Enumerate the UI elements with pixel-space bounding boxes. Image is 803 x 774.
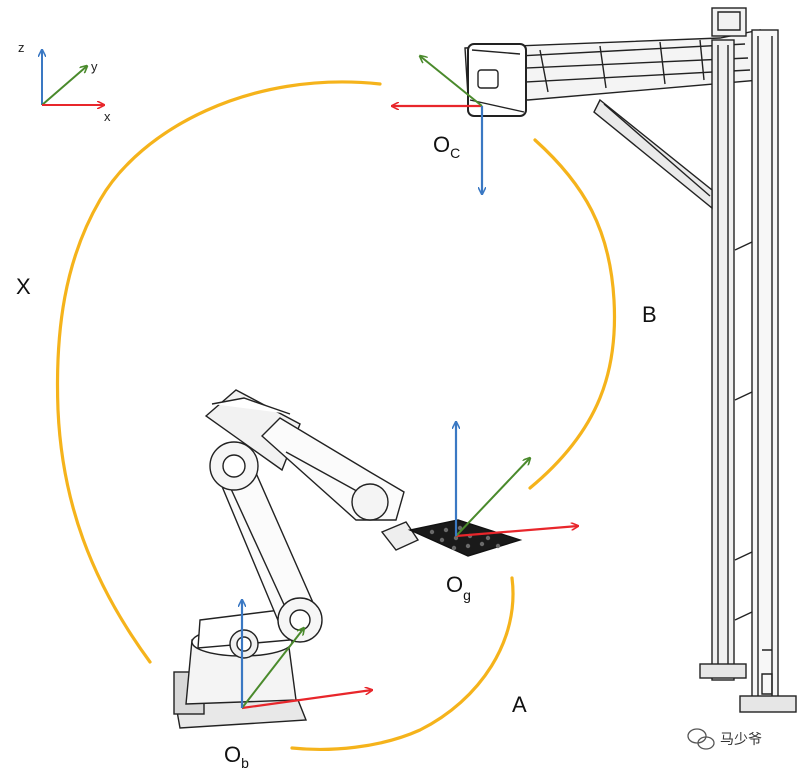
- gripper-frame-label: Og: [446, 572, 471, 603]
- watermark: 马少爷: [687, 728, 762, 750]
- gantry-column-back: [711, 39, 735, 681]
- gantry-foot-back: [699, 663, 747, 679]
- base-frame-subscript: b: [241, 755, 249, 771]
- camera-gantry: [464, 7, 797, 713]
- legend-y-label: y: [91, 59, 98, 74]
- transform-a-label: A: [512, 692, 527, 717]
- camera-frame-axes: [392, 56, 482, 194]
- gantry-diagonal-brace: [593, 98, 713, 210]
- transform-loop: [55, 80, 617, 752]
- camera-frame-subscript: C: [450, 145, 460, 161]
- transform-b-arc: [528, 138, 617, 490]
- gripper-frame-axes: [455, 422, 578, 538]
- legend-z-label: z: [18, 40, 25, 55]
- base-frame-label: Ob: [224, 742, 249, 771]
- camera-frame-label: OC: [433, 132, 460, 161]
- base-x-axis: [241, 690, 372, 710]
- gripper-y-axis: [455, 458, 530, 537]
- transform-b-label: B: [642, 302, 657, 327]
- transform-a-arc: [290, 576, 515, 752]
- calibration-plate: [407, 519, 523, 557]
- base-frame-axes: [241, 600, 372, 710]
- transform-x-arc: [55, 80, 382, 664]
- gripper-x-axis: [455, 526, 578, 538]
- legend-x-label: x: [104, 109, 111, 124]
- gripper-frame-subscript: g: [463, 587, 471, 603]
- robot-wrist: [380, 521, 420, 551]
- gantry-foot-front: [739, 695, 797, 713]
- wechat-icon: [687, 728, 715, 750]
- transform-x-label: X: [16, 274, 31, 299]
- camera-box: [467, 43, 527, 117]
- robot-upper-arm: [204, 389, 301, 472]
- legend-y-axis: [41, 66, 87, 106]
- robot-arm: [173, 389, 523, 729]
- base-y-axis: [241, 628, 304, 709]
- camera-y-axis: [420, 56, 483, 107]
- watermark-text: 马少爷: [720, 732, 762, 748]
- reference-axes-legend: z y x: [18, 40, 111, 124]
- gantry-column-front: [751, 29, 779, 711]
